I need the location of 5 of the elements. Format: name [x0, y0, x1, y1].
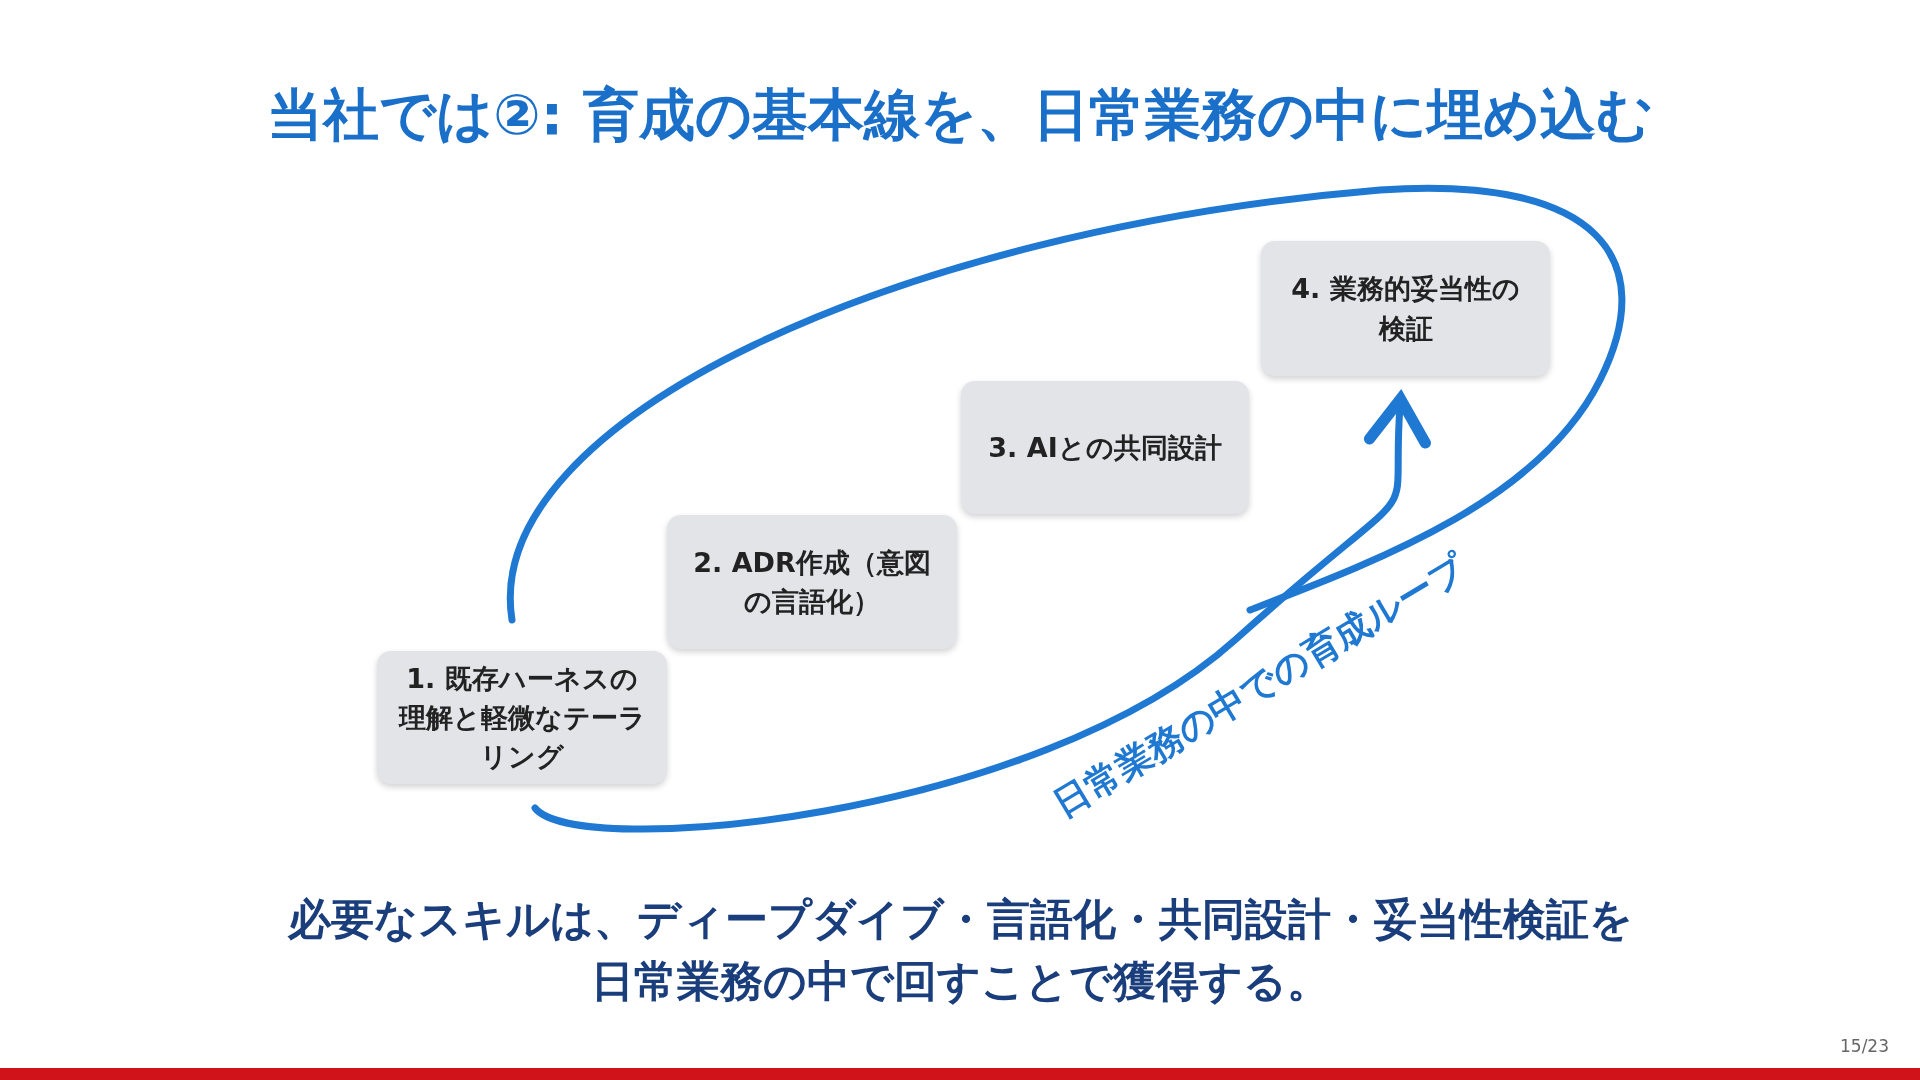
step-box — [1261, 241, 1550, 376]
summary-text: 必要なスキルは、ディープダイブ・言語化・共同設計・妥当性検証を日常業務の中で回すことで獲得する。 — [286, 893, 1634, 1009]
page-number: 15/23 — [1840, 1036, 1889, 1056]
step-text: 4. 業務的妥当性の検証 — [1290, 272, 1521, 346]
slide-title: 当社では②: 育成の基本線を、日常業務の中に埋め込む — [266, 81, 1654, 149]
